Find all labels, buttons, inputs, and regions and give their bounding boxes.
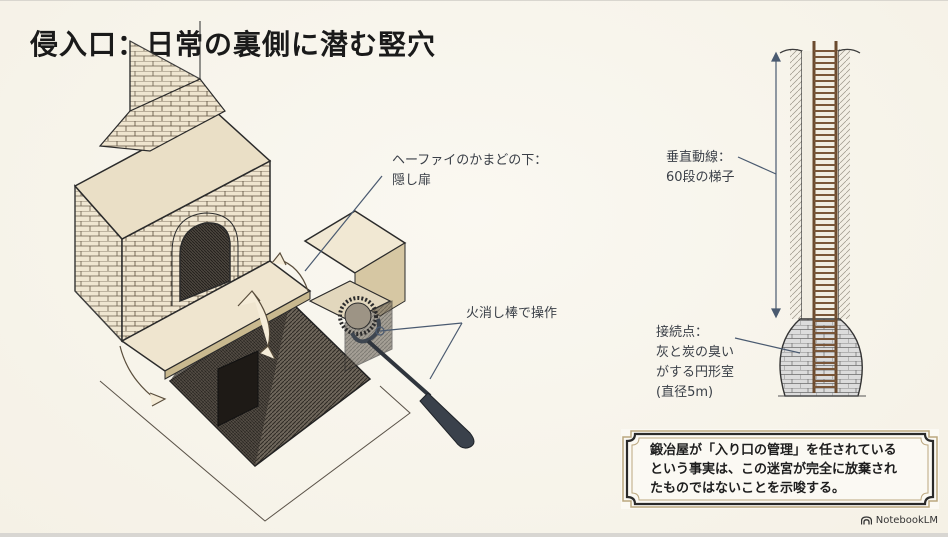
callout-line-3: たものではないことを示唆する。 xyxy=(650,481,846,496)
callout-line-2: という事実は、この迷宮が完全に放棄され xyxy=(650,462,898,477)
hidden-door-label-line1: ヘーファイのかまどの下： xyxy=(392,153,548,168)
insight-callout-box: 鍛冶屋が「入り口の管理」を任されている という事実は、この迷宮が完全に放棄され … xyxy=(621,429,939,509)
callout-text: 鍛冶屋が「入り口の管理」を任されている という事実は、この迷宮が完全に放棄され … xyxy=(650,441,930,498)
motion-arrows xyxy=(119,251,309,407)
connection-label-line4: (直径5m) xyxy=(656,385,714,400)
ladder-60-steps xyxy=(812,41,838,393)
vertical-path-label: 垂直動線： 60段の梯子 xyxy=(666,148,735,188)
notebooklm-branding: NotebookLM xyxy=(860,515,938,526)
hidden-door-label-line2: 隠し扉 xyxy=(392,173,432,188)
vertical-path-label-line1: 垂直動線： xyxy=(666,150,732,165)
operation-label: 火消し棒で操作 xyxy=(466,306,558,321)
notebooklm-logo-icon xyxy=(860,516,872,525)
connection-label-line3: がする円形室 xyxy=(656,365,735,380)
connection-label-line2: 灰と炭の臭い xyxy=(656,345,735,360)
hidden-door-label: ヘーファイのかまどの下： 隠し扉 xyxy=(392,151,547,191)
ornate-frame xyxy=(622,430,938,508)
height-dimension-arrow xyxy=(771,51,781,319)
fire-poker xyxy=(350,318,475,449)
page-title: 侵入口：日常の裏側に潜む竪穴 xyxy=(30,28,437,61)
vertical-path-label-line2: 60段の梯子 xyxy=(666,170,735,185)
floor-outline xyxy=(99,380,411,522)
connection-point-label: 接続点： 灰と炭の臭い がする円形室 (直径5m) xyxy=(656,323,734,403)
brand-name: NotebookLM xyxy=(875,515,938,526)
connection-label-line1: 接続点： xyxy=(656,325,709,340)
bottom-edge xyxy=(0,533,948,537)
callout-line-1: 鍛冶屋が「入り口の管理」を任されている xyxy=(650,443,897,458)
